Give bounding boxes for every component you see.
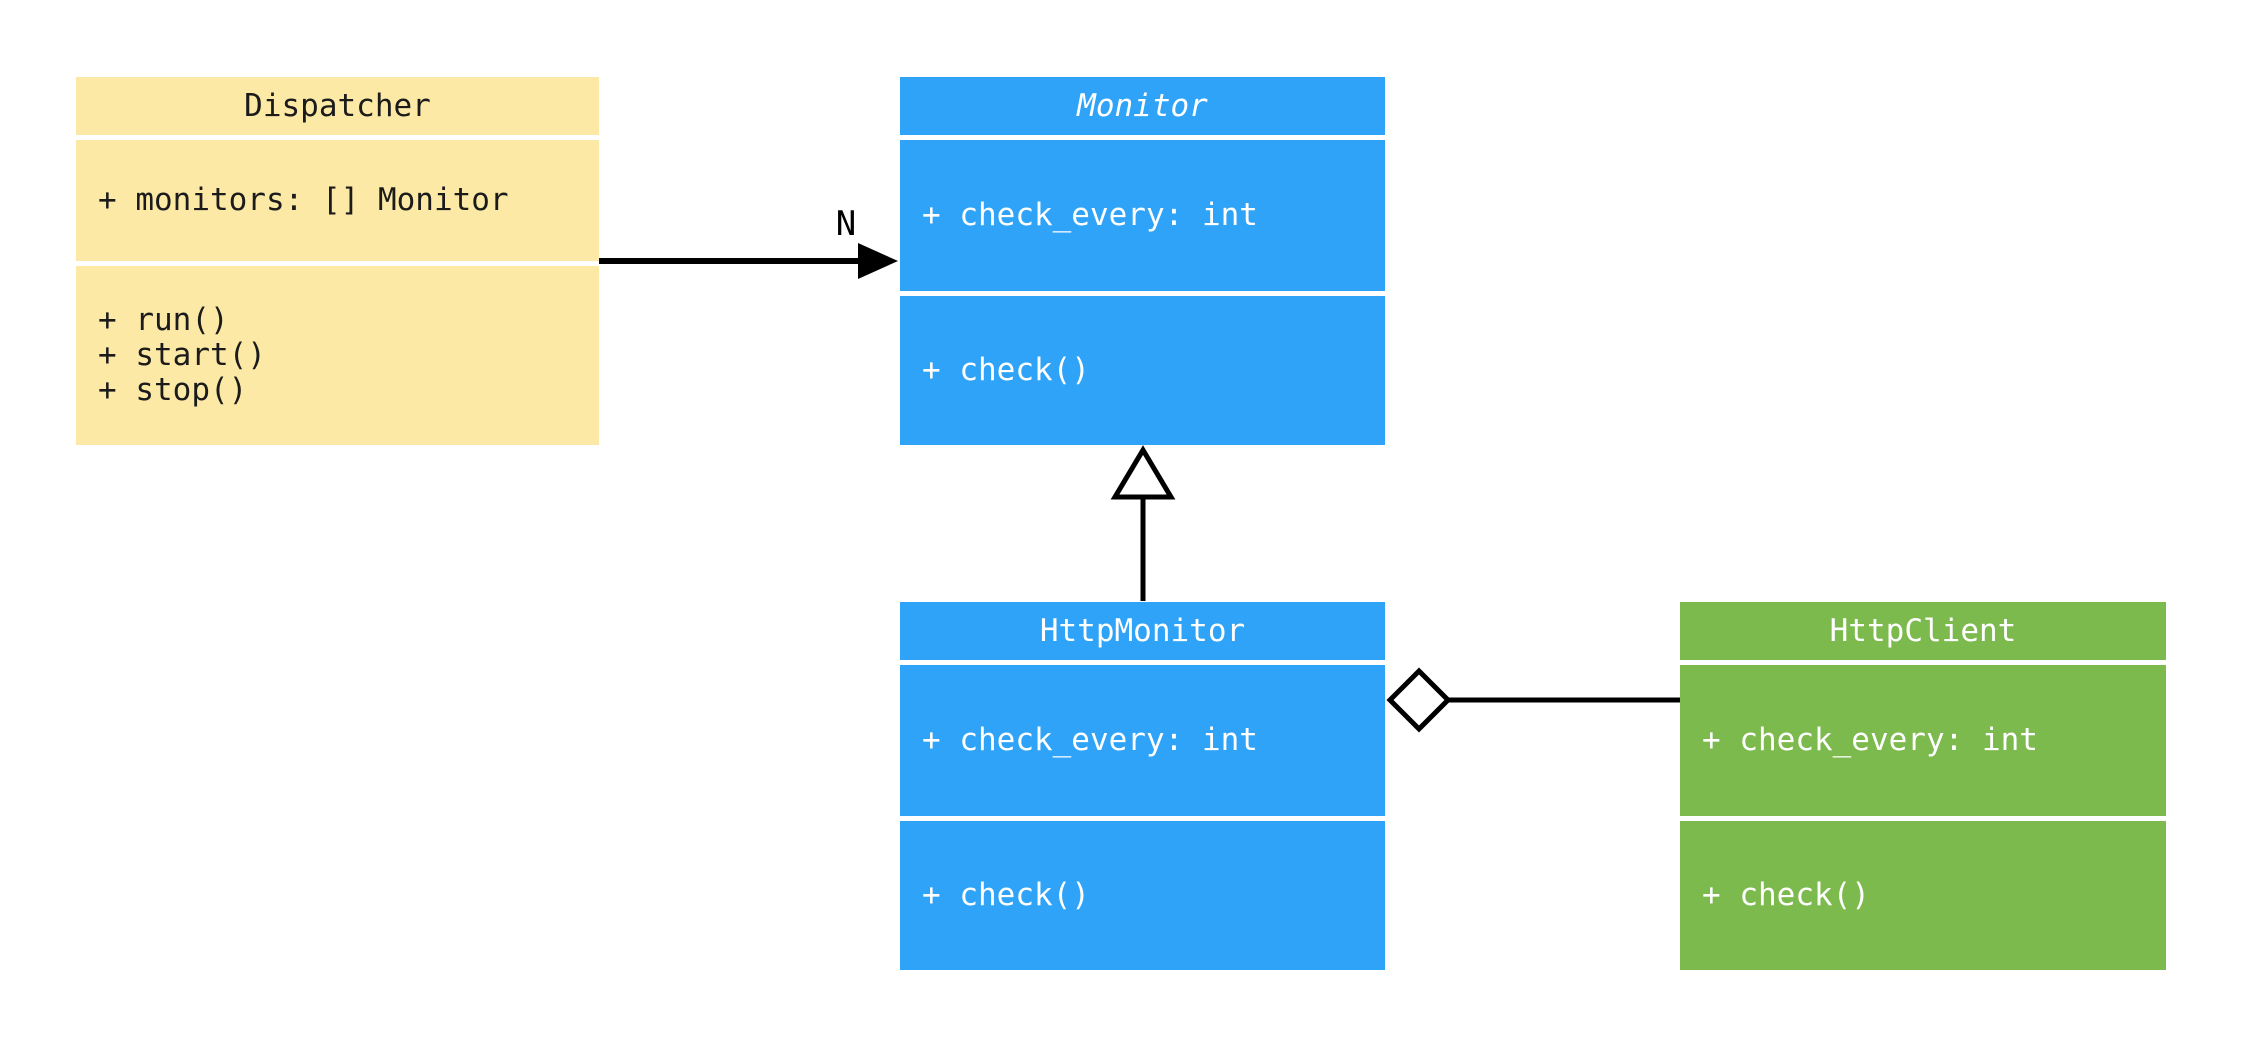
attribute-check-every: + check_every: int	[1702, 722, 2038, 758]
class-dispatcher-methods: + run() + start() + stop()	[76, 266, 599, 445]
method-check: + check()	[922, 877, 1090, 913]
aggregation-link-httpmonitor-httpclient	[1386, 667, 1680, 733]
class-httpmonitor-methods: + check()	[900, 821, 1385, 970]
inheritance-triangle-icon	[1110, 445, 1176, 500]
class-httpmonitor: HttpMonitor + check_every: int + check()	[900, 602, 1385, 970]
association-arrowhead-icon	[858, 243, 898, 279]
class-httpclient-title: HttpClient	[1680, 602, 2166, 660]
attribute-check-every: + check_every: int	[922, 722, 1258, 758]
class-httpclient: HttpClient + check_every: int + check()	[1680, 602, 2166, 970]
inheritance-arrow-httpmonitor-to-monitor	[1110, 445, 1176, 601]
class-dispatcher-title: Dispatcher	[76, 77, 599, 135]
association-arrow-dispatcher-to-monitor	[599, 243, 898, 279]
association-multiplicity-label: N	[835, 204, 857, 244]
attribute-monitors: + monitors: [] Monitor	[98, 182, 509, 218]
aggregation-diamond-icon	[1386, 667, 1452, 733]
class-monitor-methods: + check()	[900, 296, 1385, 445]
class-monitor: Monitor + check_every: int + check()	[900, 77, 1385, 445]
class-dispatcher-attributes: + monitors: [] Monitor	[76, 140, 599, 261]
attribute-check-every: + check_every: int	[922, 197, 1258, 233]
class-httpclient-attributes: + check_every: int	[1680, 665, 2166, 816]
class-httpmonitor-title: HttpMonitor	[900, 602, 1385, 660]
method-start: + start()	[98, 337, 266, 373]
class-dispatcher: Dispatcher + monitors: [] Monitor + run(…	[76, 77, 599, 445]
method-run: + run()	[98, 302, 229, 338]
class-monitor-attributes: + check_every: int	[900, 140, 1385, 291]
class-httpclient-methods: + check()	[1680, 821, 2166, 970]
method-check: + check()	[922, 352, 1090, 388]
class-monitor-title: Monitor	[900, 77, 1385, 135]
method-stop: + stop()	[98, 372, 248, 408]
class-httpmonitor-attributes: + check_every: int	[900, 665, 1385, 816]
method-check: + check()	[1702, 877, 1870, 913]
